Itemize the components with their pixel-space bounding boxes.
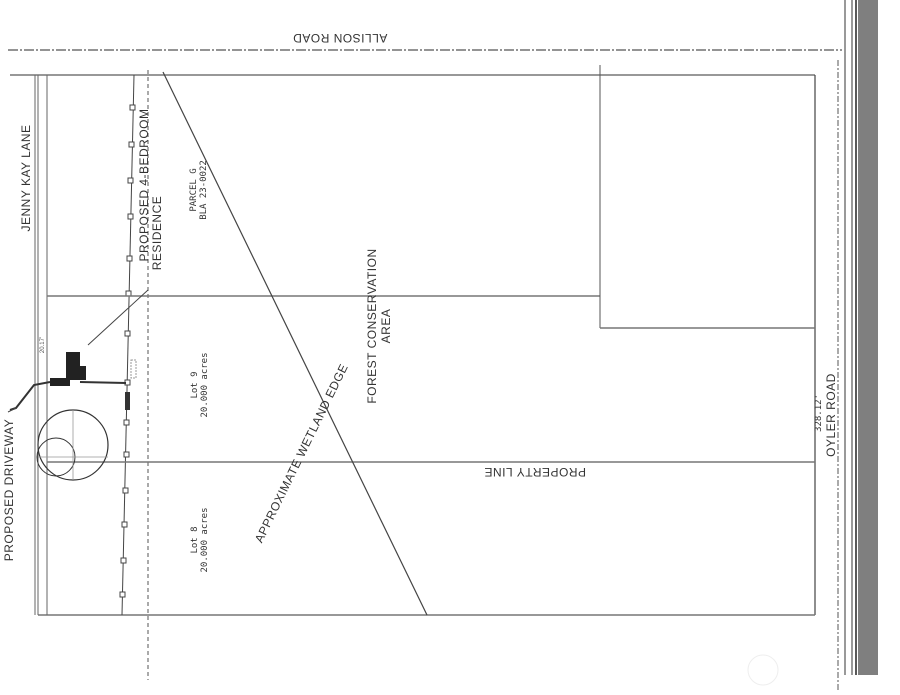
lot8-acres: 20.000 acres — [200, 507, 210, 572]
residence-label: RESIDENCE — [150, 196, 164, 271]
lot8-label: Lot 8 — [190, 526, 200, 553]
driveway-leader — [7, 407, 17, 413]
jenny-kay-lane-label: JENNY KAY LANE — [19, 124, 33, 231]
lot9-label: Lot 9 — [190, 371, 200, 398]
forest-conservation-label: FOREST CONSERVATION — [365, 248, 379, 403]
east-frontage-dim: 328.12' — [814, 394, 824, 432]
forest-conservation-label: AREA — [379, 309, 393, 344]
wetland-edge-label: APPROXIMATE WETLAND EDGE — [252, 362, 351, 545]
west-frontage-dim: 20.17' — [40, 337, 46, 353]
driveway — [9, 381, 127, 411]
side-bar — [858, 0, 878, 675]
residence-label: PROPOSED 4-BEDROOM — [137, 108, 151, 261]
residence-footprint — [50, 352, 86, 386]
allison-road-label: ALLISON ROAD — [293, 31, 388, 45]
oyler-road-label: OYLER ROAD — [824, 373, 838, 457]
lot9-acres: 20.000 acres — [200, 352, 210, 417]
outbuilding — [130, 359, 137, 379]
watermark-logo — [747, 654, 779, 686]
parcel-label: BLA 23-0022 — [199, 160, 209, 220]
fence-posts — [119, 104, 136, 598]
garage-structure — [125, 392, 130, 410]
parcel-label: PARCEL G — [189, 168, 199, 211]
driveway-label: PROPOSED DRIVEWAY — [2, 419, 16, 562]
property-line-label: PROPERTY LINE — [484, 465, 586, 479]
wetland-edge-line — [162, 71, 428, 616]
fence-line — [121, 74, 135, 616]
residence-leader — [87, 289, 149, 346]
